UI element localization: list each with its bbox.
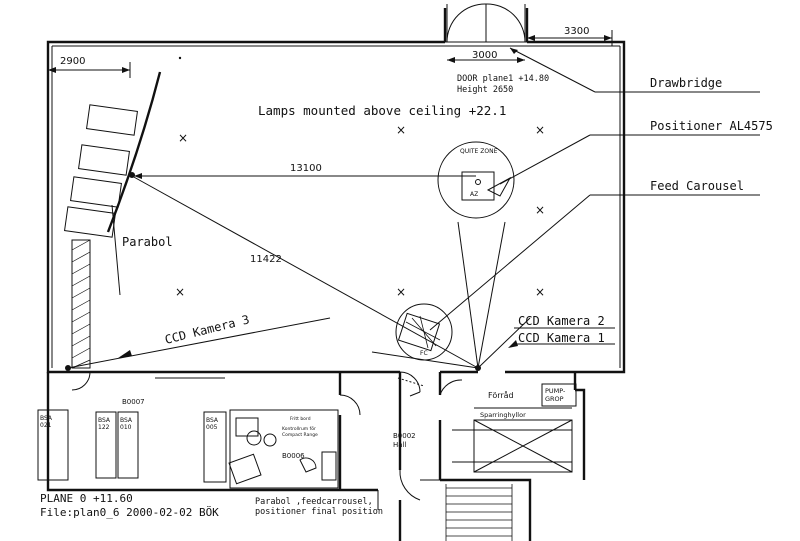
feed-carousel <box>395 303 453 361</box>
kontroll-label-1: Kontrollrum för <box>282 426 316 432</box>
room-hall: Hall <box>393 441 406 449</box>
fc-label: FC <box>420 350 428 357</box>
callout-positioner: Positioner AL4575 <box>650 119 773 133</box>
bsa021-a: BSA <box>40 415 53 422</box>
dim-left-label: 2900 <box>60 56 85 67</box>
kontroll-label-2: Compact Range <box>282 432 318 438</box>
lower-furniture <box>37 371 577 541</box>
dimension-lines <box>48 30 613 78</box>
room-b0007: B0007 <box>122 398 145 406</box>
svg-text:×: × <box>535 123 545 137</box>
door-note-2: Height 2650 <box>457 85 513 95</box>
dim-13100-label: 13100 <box>290 163 322 174</box>
bsa122-b: 122 <box>98 424 110 431</box>
fritt-bord-label: Fritt bord <box>290 416 311 422</box>
svg-text:×: × <box>535 203 545 217</box>
door-note-1: DOOR plane1 +14.80 <box>457 74 549 84</box>
quite-zone-label: QUITE ZONE <box>460 148 498 155</box>
measurement-lines <box>65 56 531 371</box>
file-label: File:plan0_6 2000-02-02 BÖK <box>40 506 219 519</box>
bsa010-a: BSA <box>120 417 133 424</box>
svg-text:×: × <box>535 285 545 299</box>
callout-ccd2: CCD Kamera 2 <box>518 314 605 328</box>
room-b0002: B0002 <box>393 432 416 440</box>
callout-lines <box>429 47 760 348</box>
sparring-label: Sparringhyllor <box>480 411 526 419</box>
svg-text:×: × <box>178 131 188 145</box>
lamp-markers: × × × × × × × <box>175 123 545 299</box>
bsa005-b: 005 <box>206 424 218 431</box>
pump-label-1: PUMP- <box>545 387 566 395</box>
svg-text:×: × <box>175 285 185 299</box>
lamps-note: Lamps mounted above ceiling +22.1 <box>258 103 506 118</box>
outer-walls <box>46 8 626 541</box>
note-line-1: Parabol ,feedcarrousel, <box>255 497 373 507</box>
room-b0006: B0006 <box>282 452 305 460</box>
bsa021-b: 021 <box>40 422 52 429</box>
note-line-2: positioner final position <box>255 507 383 517</box>
svg-text:×: × <box>396 123 406 137</box>
pump-label-2: GROP <box>545 395 564 403</box>
callout-drawbridge: Drawbridge <box>650 76 722 90</box>
dim-right-label: 3300 <box>564 26 589 37</box>
bsa005-a: BSA <box>206 417 219 424</box>
bsa122-a: BSA <box>98 417 111 424</box>
parabol-label: Parabol <box>122 235 173 249</box>
svg-text:×: × <box>396 285 406 299</box>
callout-feed-carousel: Feed Carousel <box>650 179 744 193</box>
dim-door-label: 3000 <box>472 50 497 61</box>
plane-label: PLANE 0 +11.60 <box>40 492 133 505</box>
hatched-wall <box>71 239 91 369</box>
dim-11422-label: 11422 <box>250 254 282 265</box>
callout-ccd1: CCD Kamera 1 <box>518 331 605 345</box>
bsa010-b: 010 <box>120 424 132 431</box>
az-label: AZ <box>470 191 478 198</box>
quite-zone <box>437 141 515 219</box>
room-forrad: Förråd <box>488 390 514 400</box>
main-door <box>445 3 527 43</box>
